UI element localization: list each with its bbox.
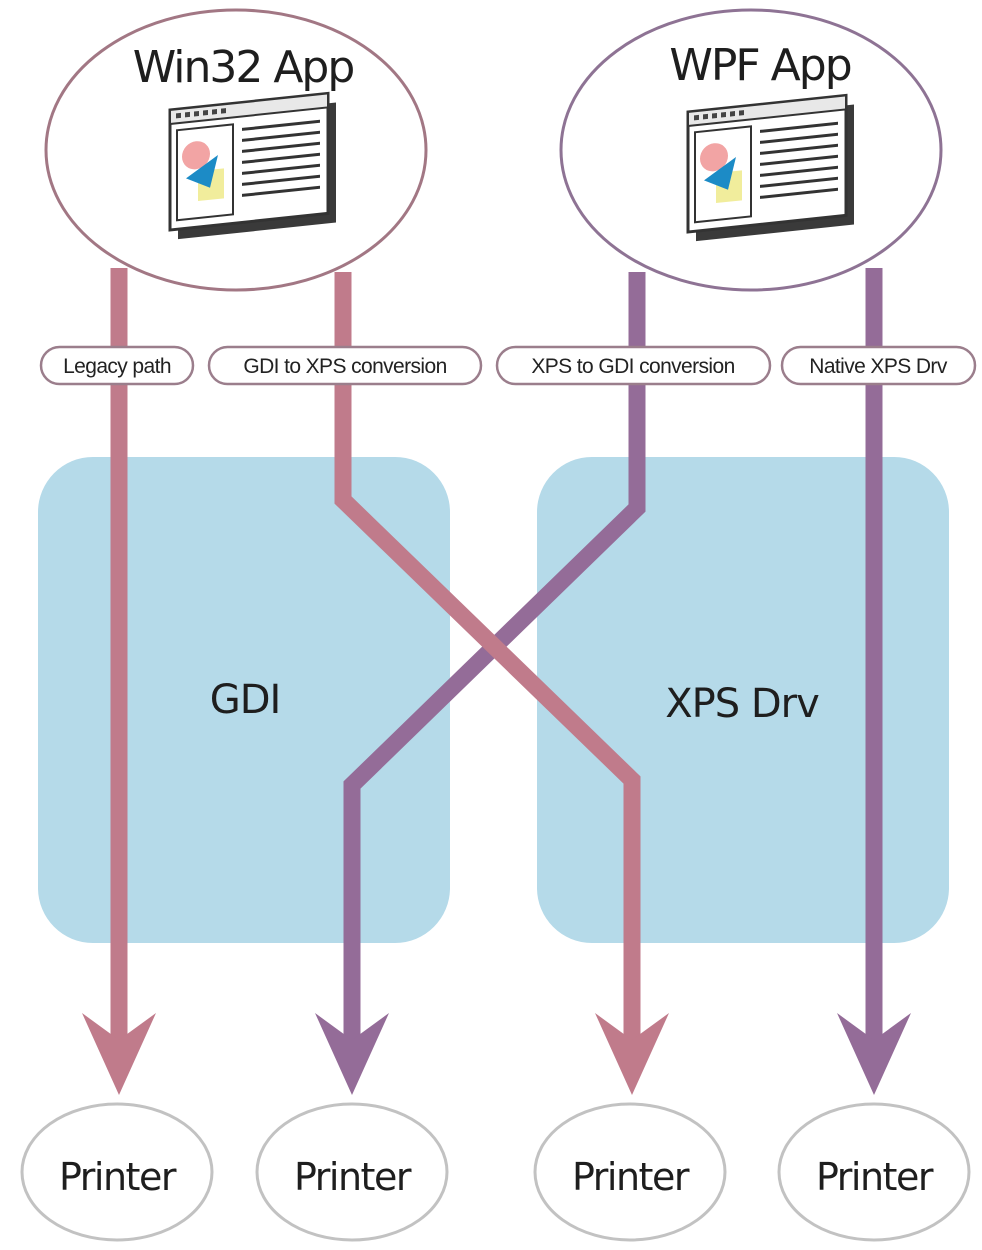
- path-label-gdi-to-xps: GDI to XPS conversion: [207, 345, 483, 386]
- xps-drv-block-label: XPS Drv: [665, 681, 819, 727]
- gdi-block-label: GDI: [210, 677, 281, 723]
- printer-2-label: Printer: [294, 1155, 412, 1199]
- gdi-to-xps-arrowhead: [595, 1013, 669, 1095]
- path-label-native-xps: Native XPS Drv: [780, 345, 977, 386]
- gdi-to-xps-path-line: [334, 272, 641, 1040]
- win32-app-title: Win32 App: [133, 42, 354, 93]
- path-label-legacy: Legacy path: [39, 345, 195, 386]
- path-label-native-xps-text: Native XPS Drv: [809, 355, 948, 378]
- path-label-legacy-text: Legacy path: [63, 355, 171, 378]
- printer-4-label: Printer: [816, 1155, 934, 1199]
- printer-2: Printer: [255, 1102, 449, 1242]
- application-window-icon: [168, 91, 336, 240]
- legacy-path-arrowhead: [82, 1013, 156, 1095]
- path-label-gdi-to-xps-text: GDI to XPS conversion: [243, 355, 446, 378]
- printer-3: Printer: [533, 1102, 727, 1242]
- xps-to-gdi-arrowhead: [315, 1013, 389, 1095]
- printer-1-label: Printer: [59, 1155, 177, 1199]
- printer-1: Printer: [20, 1102, 214, 1242]
- application-window-icon: [686, 93, 854, 242]
- path-label-xps-to-gdi-text: XPS to GDI conversion: [531, 355, 734, 378]
- wpf-app-title: WPF App: [669, 40, 850, 91]
- native-xps-arrowhead: [837, 1013, 911, 1095]
- printer-4: Printer: [777, 1102, 971, 1242]
- printer-3-label: Printer: [572, 1155, 690, 1199]
- path-label-xps-to-gdi: XPS to GDI conversion: [495, 345, 772, 386]
